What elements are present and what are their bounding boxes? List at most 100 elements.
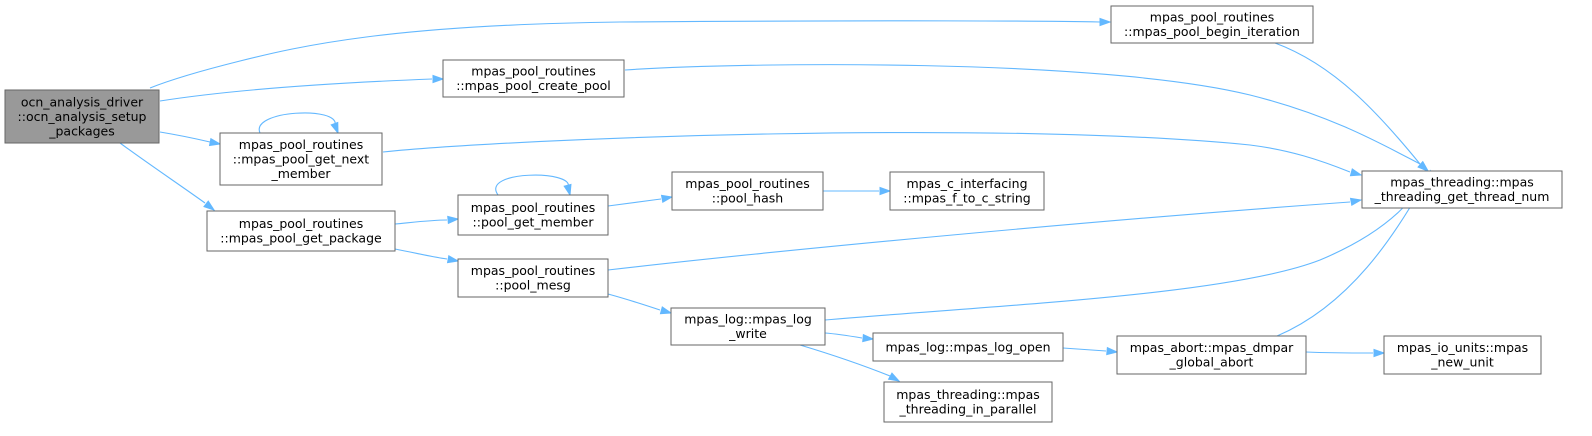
node-log-open[interactable]: mpas_log::mpas_log_open — [872, 332, 1064, 362]
node-root[interactable]: ocn_analysis_driver::ocn_analysis_setup_… — [4, 89, 160, 144]
arrowhead-icon — [432, 74, 445, 84]
edge-root-to-begin_iteration — [149, 17, 1112, 89]
node-label-line: mpas_pool_routines — [1150, 10, 1274, 25]
edge-line — [1274, 42, 1421, 165]
edge-pool_get_member-to-pool_hash — [607, 194, 674, 207]
edge-line — [824, 179, 1426, 321]
node-box[interactable] — [1116, 335, 1307, 375]
node-box[interactable] — [1361, 170, 1563, 209]
node-label-line: ocn_analysis_driver — [21, 94, 144, 109]
node-box[interactable] — [670, 307, 826, 346]
node-box[interactable] — [872, 332, 1064, 362]
arrowhead-icon — [446, 254, 460, 264]
edge-get_package-to-pool_get_member — [394, 215, 460, 225]
edge-dmpar_abort-to-new_unit — [1305, 348, 1386, 358]
edge-line — [258, 112, 336, 134]
arrowhead-icon — [208, 137, 222, 147]
node-label-line: mpas_c_interfacing — [906, 176, 1027, 191]
edge-begin_iteration-to-thread_num — [1274, 42, 1430, 172]
node-label-line: mpas_log::mpas_log_open — [885, 339, 1050, 354]
arrowhead-icon — [447, 215, 460, 225]
edge-line — [495, 174, 569, 196]
edge-pool_hash-to-f_to_c_string — [823, 186, 892, 196]
node-label-line: ::pool_get_member — [473, 215, 595, 230]
arrowhead-icon — [1349, 168, 1363, 177]
node-box[interactable] — [457, 194, 609, 236]
edge-line — [382, 131, 1351, 173]
arrowhead-icon — [563, 183, 572, 197]
node-dmpar-abort[interactable]: mpas_abort::mpas_dmpar_global_abort — [1116, 335, 1307, 375]
edge-pool_mesg-to-log_write — [607, 293, 673, 315]
node-label-line: _threading_get_thread_num — [1374, 189, 1550, 204]
node-f-to-c-string[interactable]: mpas_c_interfacing::mpas_f_to_c_string — [889, 171, 1045, 211]
node-box[interactable] — [889, 171, 1045, 211]
arrowhead-icon — [1099, 17, 1112, 27]
node-label-line: mpas_pool_routines — [685, 176, 809, 191]
edge-line — [624, 64, 1421, 165]
node-label-line: mpas_log::mpas_log — [684, 312, 812, 327]
node-label-line: _member — [270, 166, 331, 181]
node-box[interactable] — [457, 258, 609, 298]
edge-get_next_member-to-get_next_member — [258, 112, 339, 135]
arrowhead-icon — [659, 306, 673, 315]
node-get-package[interactable]: mpas_pool_routines::mpas_pool_get_packag… — [206, 210, 396, 252]
node-label-line: _write — [728, 326, 767, 341]
node-box[interactable] — [883, 381, 1053, 423]
node-label-line: ::ocn_analysis_setup — [18, 109, 147, 124]
node-label-line: _global_abort — [1169, 355, 1254, 370]
edge-root-to-get_next_member — [159, 131, 222, 147]
node-pool-mesg[interactable]: mpas_pool_routines::pool_mesg — [457, 258, 609, 298]
node-label-line: ::pool_mesg — [495, 278, 571, 293]
edge-line — [1062, 347, 1107, 352]
node-box[interactable] — [671, 171, 824, 211]
node-log-write[interactable]: mpas_log::mpas_log_write — [670, 307, 826, 346]
node-new-unit[interactable]: mpas_io_units::mpas_new_unit — [1383, 335, 1542, 375]
node-label-line: mpas_pool_routines — [471, 200, 595, 215]
arrowhead-icon — [1349, 197, 1363, 207]
edge-line — [799, 344, 891, 377]
node-thread-num[interactable]: mpas_threading::mpas_threading_get_threa… — [1361, 170, 1563, 209]
node-label-line: mpas_pool_routines — [239, 216, 363, 231]
node-box[interactable] — [206, 210, 396, 252]
node-label-line: mpas_abort::mpas_dmpar — [1130, 340, 1294, 355]
arrowhead-icon — [660, 194, 674, 204]
node-get-next-member[interactable]: mpas_pool_routines::mpas_pool_get_next_m… — [219, 132, 383, 186]
arrowhead-icon — [203, 200, 216, 211]
node-label-line: ::mpas_pool_create_pool — [456, 78, 611, 93]
arrowhead-icon — [1417, 160, 1430, 172]
node-label-line: mpas_pool_routines — [239, 137, 363, 152]
node-box[interactable] — [1383, 335, 1542, 375]
node-label-line: ::pool_hash — [712, 191, 783, 206]
node-box[interactable] — [1110, 5, 1314, 44]
edge-line — [149, 20, 1101, 89]
arrowhead-icon — [862, 333, 875, 343]
edge-get_next_member-to-thread_num — [382, 131, 1363, 177]
edge-line — [159, 78, 433, 102]
node-label-line: ::mpas_pool_get_next — [233, 151, 369, 166]
node-label-line: mpas_threading::mpas — [1390, 175, 1534, 190]
arrowhead-icon — [887, 372, 901, 382]
node-box[interactable] — [4, 89, 160, 144]
node-pool-get-member[interactable]: mpas_pool_routines::pool_get_member — [457, 194, 609, 236]
edge-line — [607, 201, 1351, 271]
edge-get_package-to-pool_mesg — [394, 248, 460, 264]
node-box[interactable] — [442, 59, 625, 98]
node-label-line: mpas_threading::mpas — [896, 387, 1040, 402]
edge-root-to-get_package — [119, 142, 216, 211]
arrowhead-icon — [879, 186, 892, 196]
node-in-parallel[interactable]: mpas_threading::mpas_threading_in_parall… — [883, 381, 1053, 423]
edge-line — [119, 142, 206, 204]
edge-line — [1305, 351, 1374, 354]
edge-create_pool-to-thread_num — [624, 64, 1430, 172]
edge-line — [394, 219, 448, 225]
nodes-layer: ocn_analysis_driver::ocn_analysis_setup_… — [4, 5, 1563, 423]
node-box[interactable] — [219, 132, 383, 186]
edge-log_write-to-log_open — [824, 332, 875, 343]
node-pool-hash[interactable]: mpas_pool_routines::pool_hash — [671, 171, 824, 211]
node-label-line: _threading_in_parallel — [899, 402, 1037, 417]
node-create-pool[interactable]: mpas_pool_routines::mpas_pool_create_poo… — [442, 59, 625, 98]
node-label-line: mpas_io_units::mpas — [1397, 340, 1528, 355]
arrowhead-icon — [330, 121, 339, 135]
node-begin-iteration[interactable]: mpas_pool_routines::mpas_pool_begin_iter… — [1110, 5, 1314, 44]
